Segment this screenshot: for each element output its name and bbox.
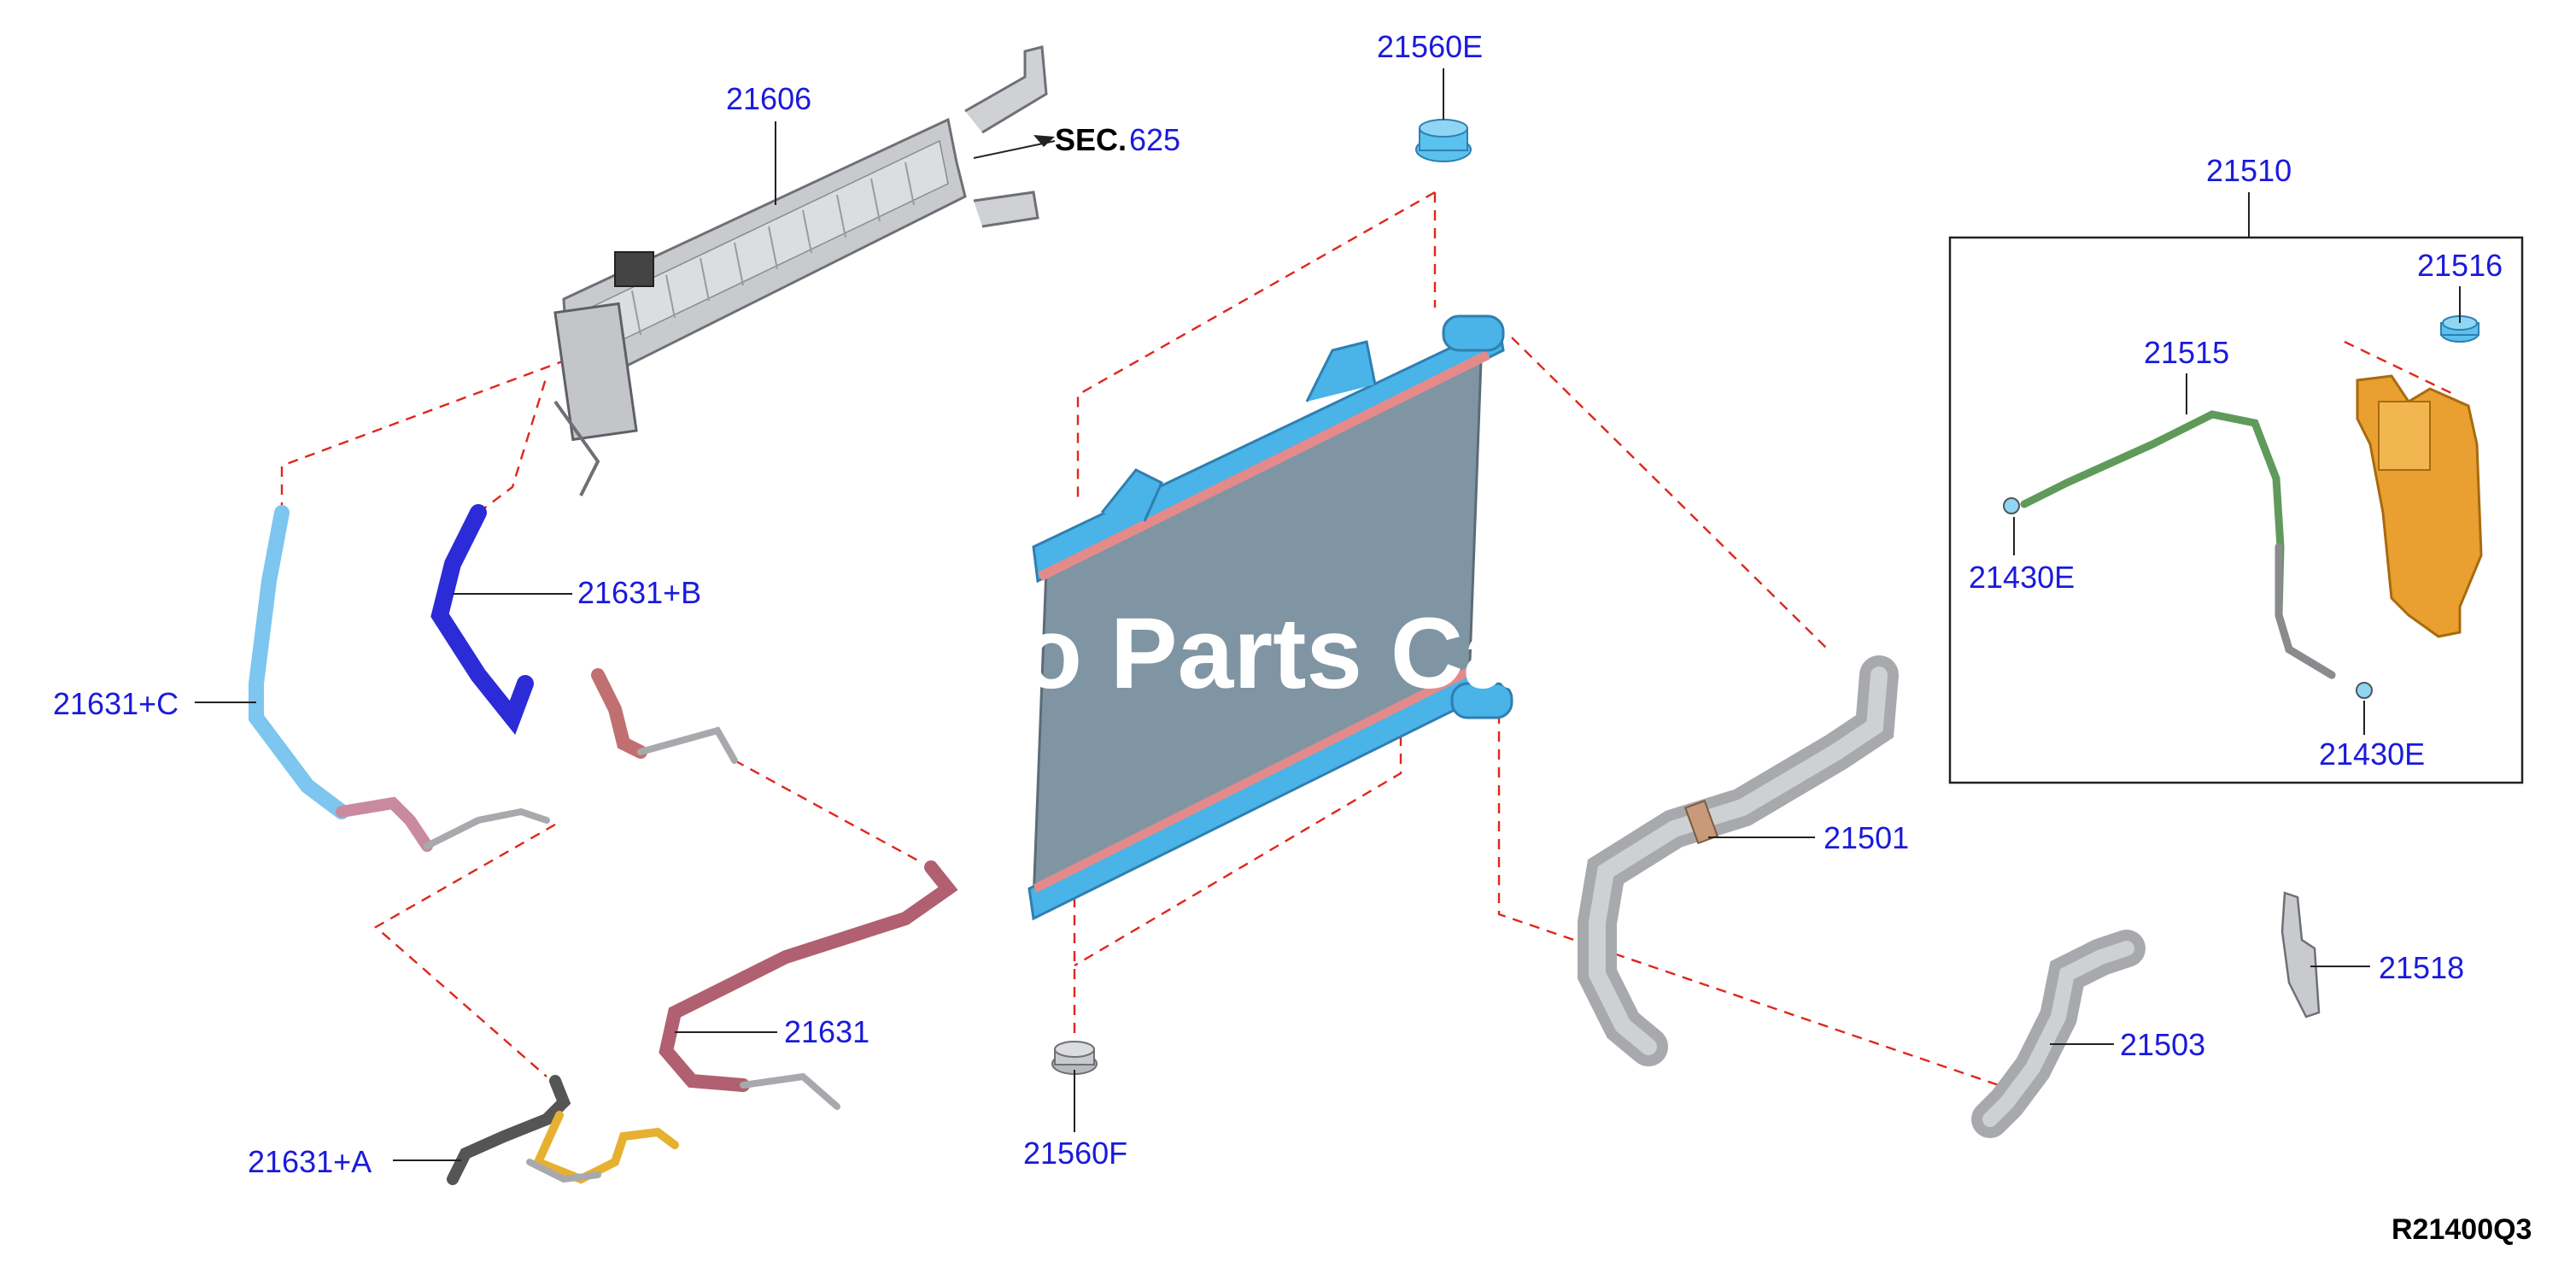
label-21516: 21516 (2417, 248, 2503, 283)
oil-cooler-21606 (553, 45, 1048, 496)
drain-plug-21560f (1051, 1041, 1098, 1075)
radiator (1027, 314, 1513, 921)
label-21631-a: 21631+A (248, 1144, 372, 1179)
clip-21430e-lower (2356, 682, 2373, 699)
drain-plug-21560e (1415, 119, 1472, 162)
bracket-21518 (2280, 891, 2321, 1019)
label-21430e-upper: 21430E (1969, 560, 2075, 595)
hose-21503 (1971, 930, 2146, 1138)
label-21501: 21501 (1824, 820, 1909, 855)
sec-arrow-icon (1033, 135, 1055, 147)
reservoir-tank (2356, 374, 2483, 638)
clip-21430e-upper (2003, 497, 2020, 514)
hose-21501 (1578, 655, 1899, 1066)
hose-21631-a (447, 1075, 679, 1185)
label-21560e: 21560E (1377, 29, 1483, 64)
label-21631-c: 21631+C (53, 686, 179, 721)
hose-21631-b (430, 504, 738, 764)
label-21631-b: 21631+B (577, 575, 701, 610)
label-21518: 21518 (2379, 950, 2464, 985)
label-21606: 21606 (726, 81, 811, 116)
label-21515: 21515 (2144, 335, 2229, 370)
label-21503: 21503 (2120, 1027, 2205, 1062)
dashed-connection-lines (280, 191, 2452, 1087)
label-21510: 21510 (2206, 153, 2292, 188)
hose-21631-c (249, 505, 550, 852)
watermark-text: o Parts Ca (1021, 597, 1520, 710)
label-21631: 21631 (784, 1014, 869, 1049)
label-sec-prefix: SEC. (1055, 122, 1127, 157)
reservoir-group-box (1948, 236, 2524, 784)
reservoir-hose-21515 (2020, 410, 2336, 679)
label-21430e-lower: 21430E (2319, 737, 2425, 772)
diagram-code: R21400Q3 (2392, 1213, 2532, 1246)
leader-lines (195, 68, 2461, 1161)
label-sec-number: 625 (1129, 122, 1180, 157)
label-21560f: 21560F (1023, 1136, 1127, 1171)
hose-21631 (659, 860, 958, 1110)
